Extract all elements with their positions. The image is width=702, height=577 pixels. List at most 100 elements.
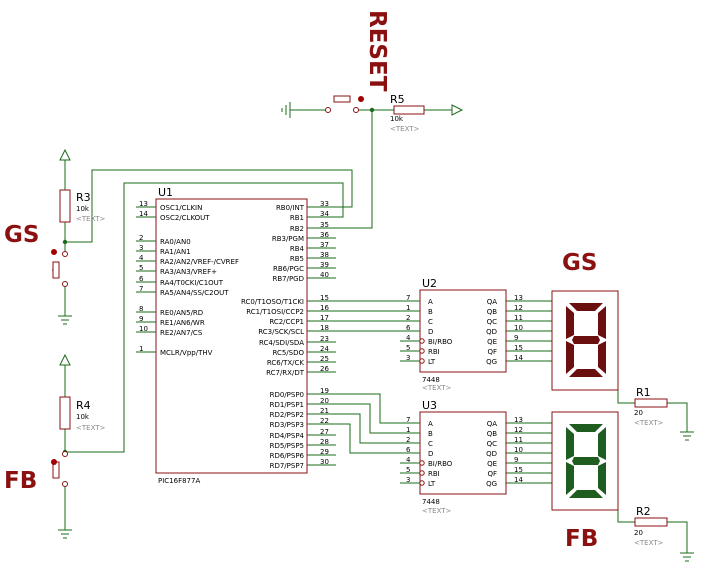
reset-button-cap bbox=[333, 95, 351, 103]
u1-pin-number: 2 bbox=[139, 234, 143, 242]
fb-button bbox=[51, 451, 68, 487]
decoder-pin-label: QG bbox=[486, 480, 497, 488]
wire-gs-to-rb0 bbox=[65, 169, 353, 243]
u1-pin-label: RC3/SCK/SCL bbox=[258, 328, 304, 336]
vcc-arrow-r4 bbox=[59, 353, 71, 366]
u1-pin-number: 28 bbox=[320, 438, 329, 446]
resistor-r4 bbox=[59, 396, 71, 430]
ground-reset bbox=[281, 102, 291, 118]
power-symbols bbox=[58, 102, 694, 562]
fb-display-segments bbox=[566, 424, 606, 498]
resistors bbox=[59, 105, 668, 527]
u1-pin-label: RC2/CCP1 bbox=[269, 318, 304, 326]
u1-pin-label: RC6/TX/CK bbox=[267, 359, 305, 367]
segment-g bbox=[572, 336, 600, 344]
fb-button-contact bbox=[62, 481, 68, 487]
u1-pin-label: RB2 bbox=[290, 225, 304, 233]
decoder-pin-number: 12 bbox=[514, 426, 523, 434]
u1-pin-label: RD0/PSP0 bbox=[270, 391, 304, 399]
wire-rd1-u3b bbox=[336, 403, 420, 434]
r3-placeholder: <TEXT> bbox=[76, 215, 106, 223]
decoder-pin-number: 7 bbox=[406, 416, 410, 424]
u1-pin-label: RA3/AN3/VREF+ bbox=[160, 268, 217, 276]
decoder-pin-number: 12 bbox=[514, 304, 523, 312]
u1-pin-number: 34 bbox=[320, 210, 329, 218]
resistor-r1 bbox=[634, 398, 668, 408]
reset-button-contact bbox=[325, 107, 331, 113]
decoder-pin-inversion bbox=[419, 480, 425, 486]
r4-placeholder: <TEXT> bbox=[76, 424, 106, 432]
u1-pin-number: 35 bbox=[320, 221, 329, 229]
u1-pin-number: 10 bbox=[139, 325, 148, 333]
decoder-pin-number: 2 bbox=[406, 314, 410, 322]
segment-g bbox=[572, 457, 600, 465]
decoder-pin-number: 14 bbox=[514, 476, 523, 484]
decoder-pin-inversion bbox=[419, 348, 425, 354]
decoder-pin-label: B bbox=[428, 430, 433, 438]
wire-rd2-u3c bbox=[336, 413, 420, 444]
u1-pin-label: RC7/RX/DT bbox=[266, 369, 305, 377]
u1-pin-label: RB1 bbox=[290, 214, 304, 222]
decoder-pin-label: B bbox=[428, 308, 433, 316]
reset-label: RESET bbox=[364, 10, 390, 92]
decoder-pin-inversion bbox=[419, 470, 425, 476]
u1-pin-number: 21 bbox=[320, 407, 329, 415]
u1-pin-label: MCLR/Vpp/THV bbox=[160, 349, 213, 357]
decoder-pin-label: QA bbox=[487, 298, 498, 306]
decoder-pin-number: 15 bbox=[514, 344, 523, 352]
decoder-pin-number: 10 bbox=[514, 446, 523, 454]
decoder-pin-number: 11 bbox=[514, 436, 523, 444]
decoder-pin-number: 9 bbox=[514, 456, 518, 464]
u3-ref: U3 bbox=[422, 399, 437, 412]
u1-pin-number: 5 bbox=[139, 264, 143, 272]
segment-d bbox=[569, 369, 603, 377]
u1-pin-label: RB5 bbox=[290, 255, 304, 263]
u1-pin-label: RB4 bbox=[290, 245, 305, 253]
segment-e bbox=[566, 462, 574, 495]
segment-f bbox=[566, 306, 574, 339]
decoder-pin-number: 1 bbox=[406, 304, 410, 312]
decoder-pin-label: QF bbox=[487, 348, 497, 356]
u1-pin-number: 15 bbox=[320, 294, 329, 302]
u1-pin-number: 40 bbox=[320, 271, 329, 279]
decoder-pin-number: 1 bbox=[406, 426, 410, 434]
ground-fb bbox=[58, 529, 72, 539]
fb-button-indicator bbox=[51, 459, 57, 465]
wire-fb-to-rb1 bbox=[65, 182, 344, 453]
decoder-pin-inversion bbox=[419, 460, 425, 466]
decoder-pin-label: C bbox=[428, 440, 433, 448]
decoder-pin-label: C bbox=[428, 318, 433, 326]
decoder-pin-number: 3 bbox=[406, 476, 410, 484]
resistor-r2 bbox=[634, 517, 668, 527]
wire-reset-to-rb2 bbox=[336, 110, 373, 229]
fb-left-label: FB bbox=[4, 468, 37, 494]
u1-pin-number: 37 bbox=[320, 241, 329, 249]
u1-pin-label: RD1/PSP1 bbox=[270, 401, 304, 409]
u1-pin-label: RC1/T1OSI/CCP2 bbox=[246, 308, 304, 316]
u1-pin-number: 8 bbox=[139, 305, 143, 313]
decoder-pin-label: A bbox=[428, 420, 433, 428]
ground-r2 bbox=[680, 552, 694, 562]
decoder-pin-number: 13 bbox=[514, 294, 523, 302]
gs-button-contact bbox=[62, 251, 68, 257]
u1-pin-number: 29 bbox=[320, 448, 329, 456]
u1-pin-number: 39 bbox=[320, 261, 329, 269]
u1-pin-label: RE2/AN7/CS bbox=[160, 329, 203, 337]
u1-pin-label: RC0/T1OSO/T1CKI bbox=[241, 298, 304, 306]
ground-r1 bbox=[680, 431, 694, 441]
u1-pin-label: RE0/AN5/RD bbox=[160, 309, 203, 317]
decoder-pin-label: LT bbox=[428, 480, 436, 488]
u1-pin-label: RD2/PSP2 bbox=[270, 411, 304, 419]
decoder-pin-number: 10 bbox=[514, 324, 523, 332]
decoder-pin-label: BI/RBO bbox=[428, 338, 453, 346]
u1-pin-number: 36 bbox=[320, 231, 329, 239]
r1-ref: R1 bbox=[636, 386, 651, 399]
r4-value: 10k bbox=[76, 413, 90, 421]
u1-pin-label: RD7/PSP7 bbox=[270, 462, 304, 470]
u3-placeholder: <TEXT> bbox=[422, 507, 452, 515]
u1-body bbox=[155, 198, 308, 474]
r2-ref: R2 bbox=[636, 505, 651, 518]
u1-pin-number: 20 bbox=[320, 397, 329, 405]
